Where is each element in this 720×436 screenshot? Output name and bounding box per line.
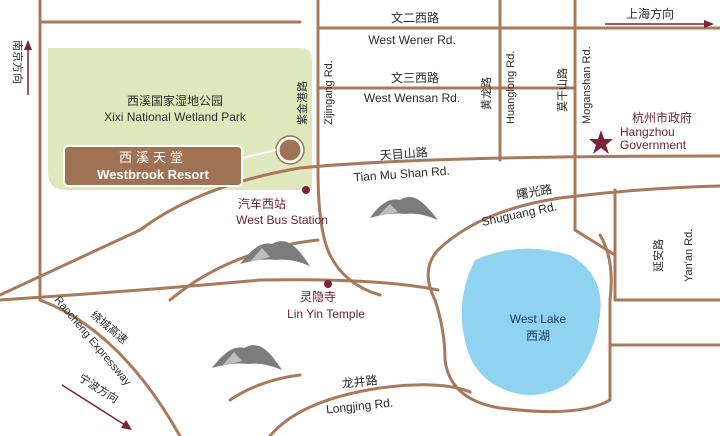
poi-bus-station-en: West Bus Station: [236, 213, 328, 227]
road-east-1: [573, 228, 617, 257]
road-west-bus: [138, 166, 302, 232]
poi-government-cn: 杭州市政府: [632, 110, 692, 125]
lake-label-cn: 西湖: [526, 328, 550, 343]
star-icon: [589, 130, 613, 154]
poi-government-en1: Hangzhou: [620, 125, 675, 139]
direction-shanghai: 上海方向: [626, 6, 674, 21]
poi-temple-cn: 灵隐寺: [300, 290, 336, 304]
poi-government-en2: Government: [620, 138, 687, 152]
road-label-zijingang-cn: 紫金港路: [295, 81, 309, 125]
road-label-wensan-en: West Wensan Rd.: [364, 91, 460, 105]
poi-dot-icon: [324, 280, 332, 288]
road-label-tianmushan-cn: 天目山路: [379, 144, 428, 162]
road-label-shuguang-en: Shuguang Rd.: [480, 199, 558, 229]
road-tianmushan: [298, 154, 720, 170]
road-label-moganshan-en: Moganshan Rd.: [581, 46, 593, 124]
park-label-cn: 西溪国家湿地公园: [127, 93, 223, 108]
direction-nanjing: 南京方向: [11, 40, 25, 84]
poi-temple-en: Lin Yin Temple: [287, 307, 365, 321]
west-lake: [461, 248, 601, 395]
poi-bus-station-cn: 汽车西站: [238, 196, 286, 211]
road-label-huanglong-cn: 黄龙路: [479, 77, 493, 110]
road-label-yanan-en: Yan'an Rd.: [683, 229, 695, 282]
resort-label-en: Westbrook Resort: [97, 167, 209, 182]
poi-dot-icon: [302, 186, 310, 194]
arrow-icon: [61, 384, 132, 430]
road-shuguang: [436, 184, 720, 252]
road-label-yanan-cn: 延安路: [651, 239, 665, 272]
resort-label-cn: 西溪天堂: [119, 151, 187, 166]
road-label-wener-cn: 文二西路: [391, 10, 439, 25]
mountain-icon: [212, 345, 282, 370]
resort-connector: [242, 149, 277, 159]
road-raocheng-south: [38, 298, 182, 436]
road-raocheng: [0, 228, 142, 297]
road-label-huanglong-en: Huanglong Rd.: [505, 51, 517, 124]
lake-label-en: West Lake: [510, 312, 567, 326]
road-label-wensan-cn: 文三西路: [391, 70, 439, 85]
road-cross-1: [0, 278, 440, 302]
resort-label-box: [63, 145, 243, 187]
road-cross-2: [168, 238, 320, 302]
road-label-wener-en: West Wener Rd.: [368, 33, 456, 47]
arrow-icon: [605, 20, 714, 28]
road-zijingang: [316, 0, 382, 297]
road-cross-3: [228, 373, 302, 402]
road-longjing: [268, 383, 472, 436]
resort-marker-icon: [276, 136, 304, 164]
mountain-icon: [370, 196, 438, 220]
arrow-icon: [24, 40, 32, 95]
road-label-shuguang-cn: 曙光路: [515, 181, 553, 202]
road-label-moganshan-cn: 莫干山路: [556, 68, 569, 112]
road-label-zijingang-en: Zijingang Rd.: [323, 60, 335, 125]
mountain-icon: [240, 241, 310, 266]
road-label-longjing-cn: 龙井路: [341, 372, 378, 391]
road-label-tianmushan-en: Tian Mu Shan Rd.: [353, 164, 450, 185]
park-label-en: Xixi National Wetland Park: [104, 110, 247, 124]
road-lake-ring: [426, 233, 613, 414]
